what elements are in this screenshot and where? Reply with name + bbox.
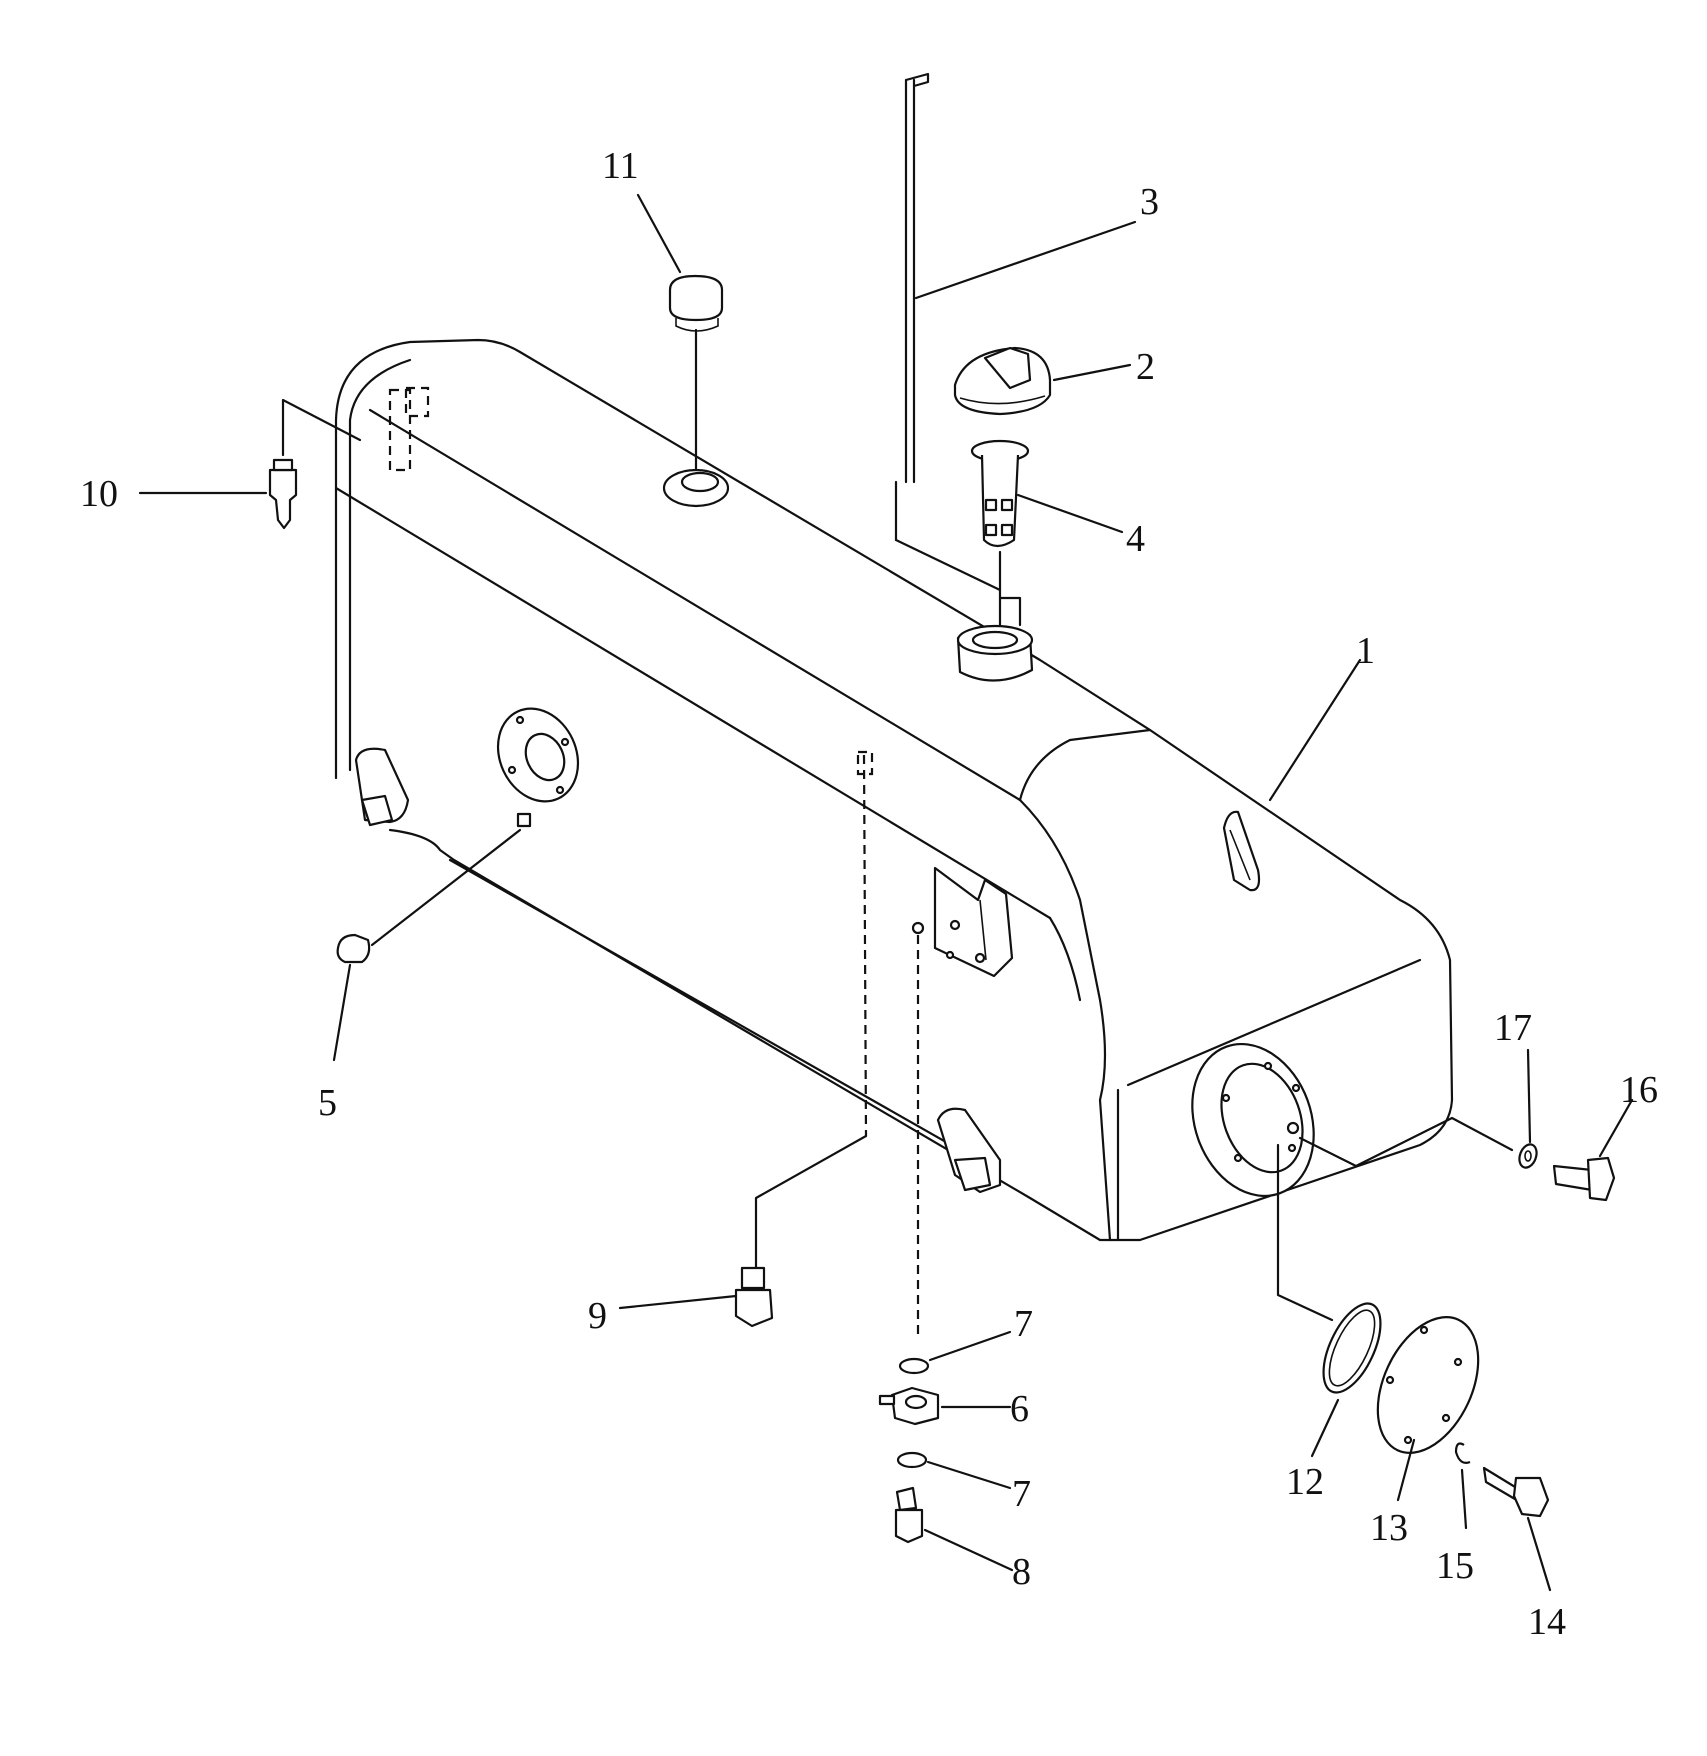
end-flange (1191, 1042, 1315, 1198)
washer-part-17 (1298, 1116, 1538, 1169)
leader-lines (138, 193, 1634, 1592)
callout-6: 6 (1010, 1388, 1029, 1430)
drain-valve-assembly (878, 921, 940, 1544)
callout-2: 2 (1136, 346, 1155, 388)
callout-9: 9 (588, 1295, 607, 1337)
callout-7-lower: 7 (1012, 1473, 1031, 1515)
callout-10: 10 (80, 473, 118, 515)
callout-8: 8 (1012, 1551, 1031, 1593)
mount-bracket-right (936, 1107, 1002, 1194)
callout-15: 15 (1436, 1545, 1474, 1587)
tank-body (334, 338, 1454, 1242)
filler-neck (956, 596, 1034, 682)
callout-5: 5 (318, 1082, 337, 1124)
filler-cap-part-2 (953, 346, 1052, 416)
fitting-part-10 (268, 398, 362, 530)
o-ring-part-12 (1276, 1143, 1382, 1394)
strainer-part-4 (970, 439, 1030, 632)
side-flange (496, 707, 580, 803)
callout-7-upper: 7 (1014, 1303, 1033, 1345)
callout-16: 16 (1620, 1069, 1658, 1111)
callout-11: 11 (602, 145, 639, 187)
gauge-rod-part-3 (894, 72, 1002, 592)
plug-part-9 (734, 750, 874, 1328)
side-bracket (933, 866, 1014, 978)
callout-1: 1 (1356, 630, 1375, 672)
callout-13: 13 (1370, 1507, 1408, 1549)
bolt-part-16 (1552, 1156, 1616, 1202)
hidden-fitting (388, 386, 430, 472)
breather-cap-part-11 (662, 274, 730, 508)
o-ring-part-7-upper (898, 1357, 930, 1375)
callout-4: 4 (1126, 518, 1145, 560)
o-ring-part-7-lower (896, 1451, 928, 1469)
mount-bracket-left (354, 747, 410, 827)
callout-14: 14 (1528, 1601, 1566, 1643)
plug-part-8 (895, 1486, 918, 1512)
callout-3: 3 (1140, 181, 1159, 223)
bolt-part-14 (1482, 1466, 1550, 1518)
callout-12: 12 (1286, 1461, 1324, 1503)
callout-labels: 1 2 3 4 5 6 7 7 8 9 10 11 12 13 14 15 16… (80, 145, 1658, 1643)
callout-17: 17 (1494, 1007, 1532, 1049)
plug-part-5 (336, 812, 532, 964)
cover-plate-part-13 (1376, 1316, 1480, 1454)
lock-washer-part-15 (1454, 1442, 1471, 1464)
